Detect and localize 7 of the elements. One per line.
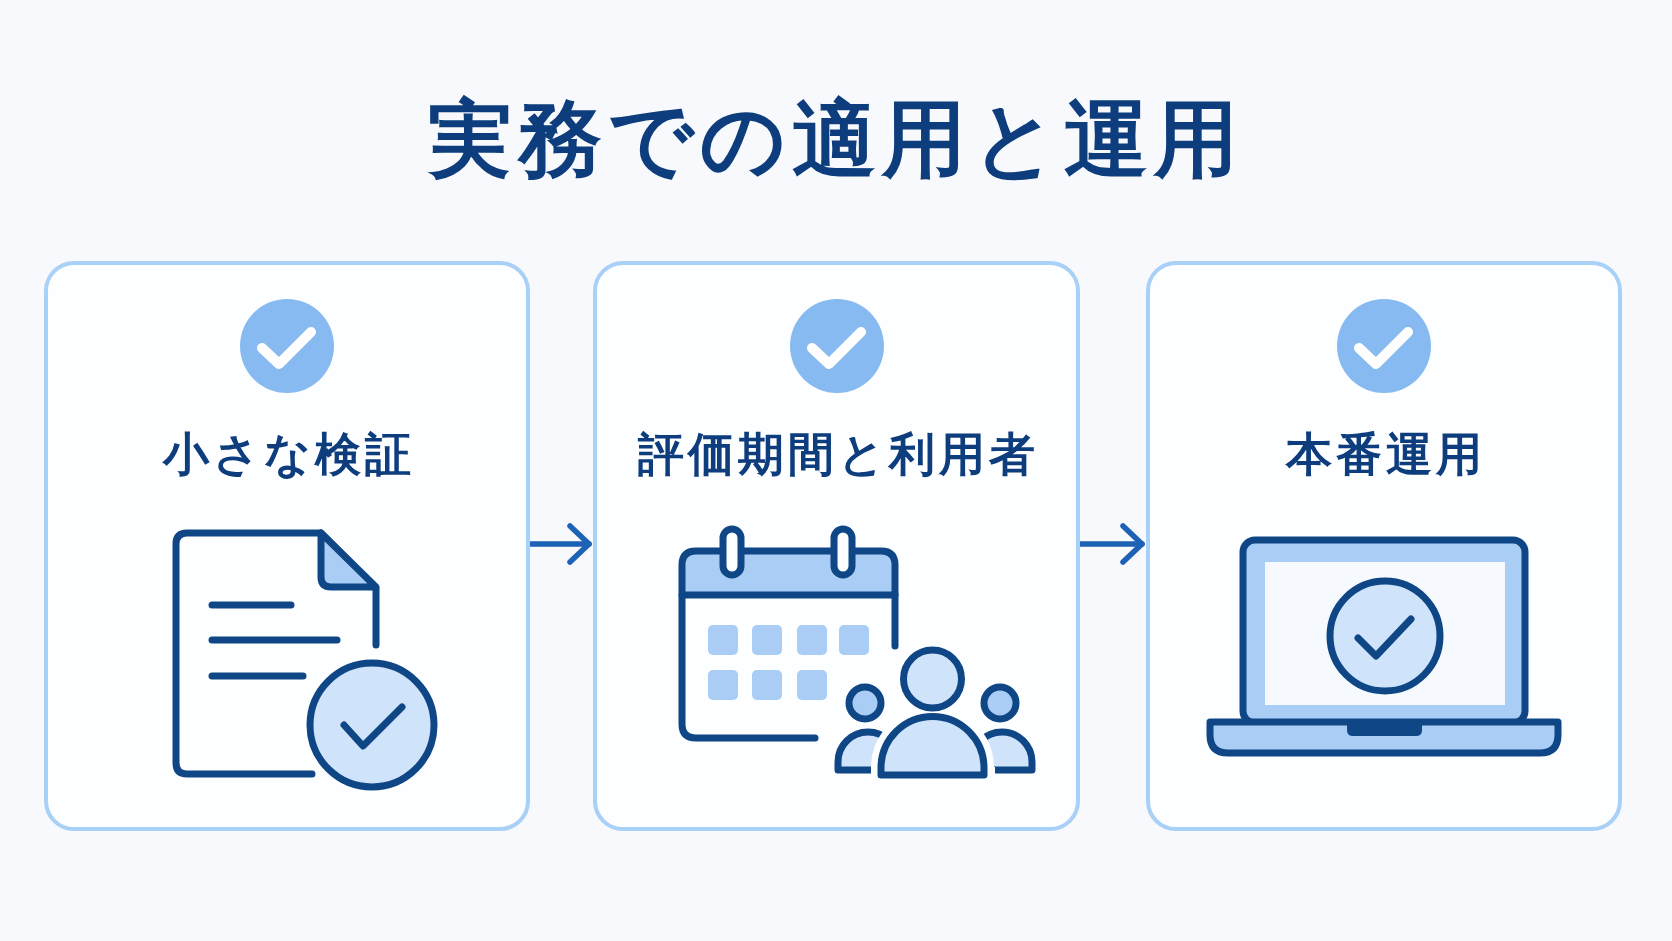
step-heading: 本番運用 (1286, 426, 1486, 483)
step-heading: 小さな検証 (163, 426, 415, 483)
step-card (1146, 261, 1622, 831)
diagram-title: 実務での適用と運用 (427, 89, 1245, 189)
step-card (44, 261, 530, 831)
step-card (593, 261, 1080, 831)
step-heading: 評価期間と利用者 (638, 426, 1039, 483)
